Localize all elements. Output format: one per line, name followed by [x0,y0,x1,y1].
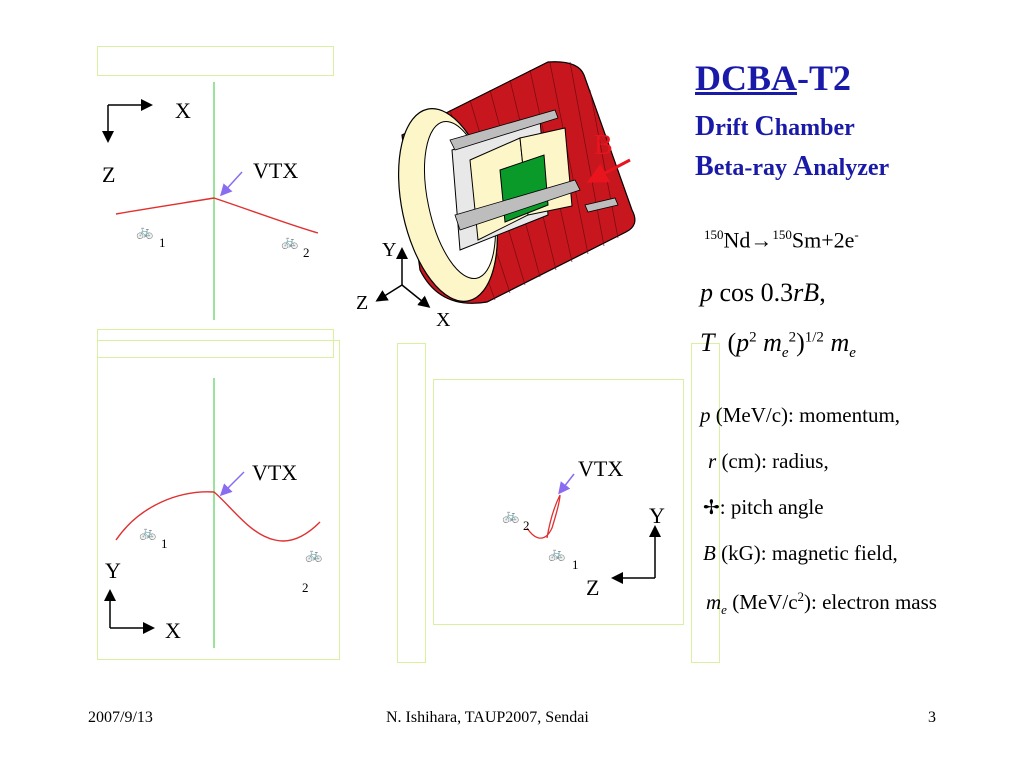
subtitle-beta-ray-analyzer: Beta-ray Analyzer [695,151,890,182]
track-1-label: 1 [572,557,579,572]
track-1-icon: 🚲 [548,547,566,562]
legend-magnetic-field: B (kG): magnetic field, [703,541,898,565]
footer-page-number: 3 [928,709,936,726]
track-1-icon: 🚲 [136,225,154,240]
panel-zy-frame [433,379,684,625]
triad-z-label: Z [356,292,369,314]
track-1-label: 1 [161,536,168,551]
vtx-arrow [219,171,243,197]
panel-zy-vtx-label: VTX [578,456,624,481]
panel-xz [102,82,319,320]
track-2-label: 2 [523,518,530,533]
track [115,197,319,234]
panel-xy [104,378,321,648]
vtx-arrow [558,473,575,495]
panel-right-strip [691,343,720,663]
triad-z-arrow [375,284,403,302]
kinetic-energy-equation: T (p2 me2)1/2 me [700,328,856,362]
legend-pitch-angle: ✢: pitch angle [703,495,824,519]
subtitle-drift-chamber: Drift Chamber [695,111,855,142]
panel-xz-vtx-label: VTX [253,158,299,183]
panel-xz-header [97,46,334,76]
legend-radius: r (cm): radius, [708,449,829,473]
triad-x-label: X [436,309,451,331]
rail-outer [584,197,619,213]
track-2-icon: 🚲 [305,548,323,563]
track-2-label: 2 [302,580,309,595]
detector-illustration [375,61,636,308]
panel-zy-y-label: Y [649,503,665,528]
panel-xz-x-label: X [175,98,191,123]
b-field-label: B [594,130,613,161]
panel-zy [526,473,661,584]
track-2-label: 2 [303,245,310,260]
track-2-icon: 🚲 [281,235,299,250]
panel-xy-y-label: Y [105,558,121,583]
slide-title: DCBA-T2 [695,60,851,96]
panel-xy-vtx-label: VTX [252,460,298,485]
track-1-label: 1 [159,235,166,250]
momentum-equation: p cos 0.3rB, [700,278,826,307]
b-field-arrow [586,158,631,183]
panel-zy-z-label: Z [586,575,600,600]
legend-momentum: p (MeV/c): momentum, [700,403,901,427]
pitch-angle-symbol-icon: ✢ [703,497,720,519]
panel-left-strip [397,343,426,663]
vtx-arrow [219,471,245,497]
title-acronym: DCBA [695,58,798,98]
footer-date: 2007/9/13 [88,709,153,726]
footer-author: N. Ishihara, TAUP2007, Sendai [386,709,589,726]
reaction-formula: 150Nd→150Sm+2e- [704,227,859,253]
panel-xz-z-label: Z [102,162,116,187]
triad-x-arrow [401,284,431,308]
rail-lower [454,179,581,231]
track [526,494,561,539]
rail-upper [449,109,559,151]
title-suffix: -T2 [797,58,852,98]
track [115,491,321,542]
track-1-icon: 🚲 [139,526,157,541]
panel-xy-frame [97,340,340,660]
legend-electron-mass: me (MeV/c2): electron mass [706,589,937,618]
track-2-icon: 🚲 [502,509,520,524]
panel-xy-x-label: X [165,618,181,643]
triad-y-label: Y [382,239,397,261]
